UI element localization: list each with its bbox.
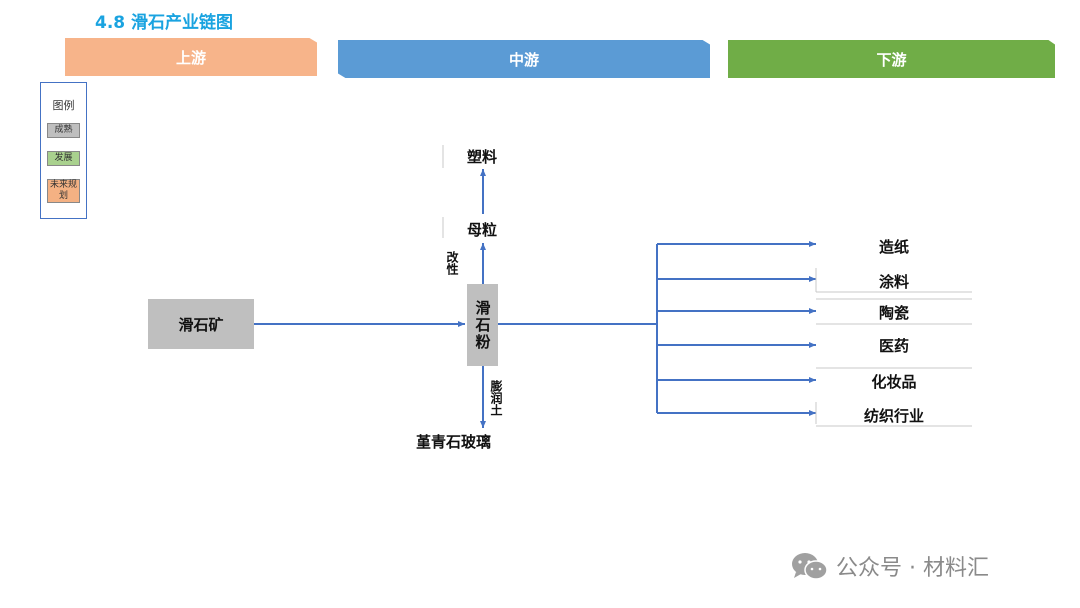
- footer-watermark: 公众号 · 材料汇: [790, 550, 989, 582]
- wechat-icon: [792, 553, 828, 580]
- legend-planned: 未来规划: [47, 179, 80, 203]
- label-bentonite: 膨润土: [489, 380, 503, 416]
- node-coating: 涂料: [878, 273, 909, 291]
- label-modify: 改性: [445, 251, 459, 275]
- page-title: 4.8 滑石产业链图: [95, 13, 234, 33]
- legend-developing: 发展: [47, 151, 80, 166]
- node-cordierite-glass: 堇青石玻璃: [416, 433, 492, 451]
- node-masterbatch: 母粒: [467, 221, 498, 239]
- legend-title: 图例: [52, 99, 75, 112]
- node-paper: 造纸: [878, 238, 909, 256]
- node-textile: 纺织行业: [863, 407, 924, 425]
- stage-upstream: 上游: [65, 38, 317, 76]
- node-cosmetics: 化妆品: [871, 373, 917, 391]
- node-plastics: 塑料: [467, 148, 498, 166]
- stage-downstream: 下游: [728, 40, 1055, 78]
- node-ceramic: 陶瓷: [878, 304, 909, 322]
- legend-mature: 成熟: [47, 123, 80, 138]
- node-medicine: 医药: [878, 337, 909, 355]
- stage-midstream: 中游: [338, 40, 710, 78]
- node-talc-powder: 滑石粉: [467, 284, 498, 366]
- footer-text: 公众号 · 材料汇: [836, 556, 989, 581]
- legend: 图例 成熟 发展 未来规划: [40, 82, 87, 219]
- node-talc-ore: 滑石矿: [148, 299, 254, 349]
